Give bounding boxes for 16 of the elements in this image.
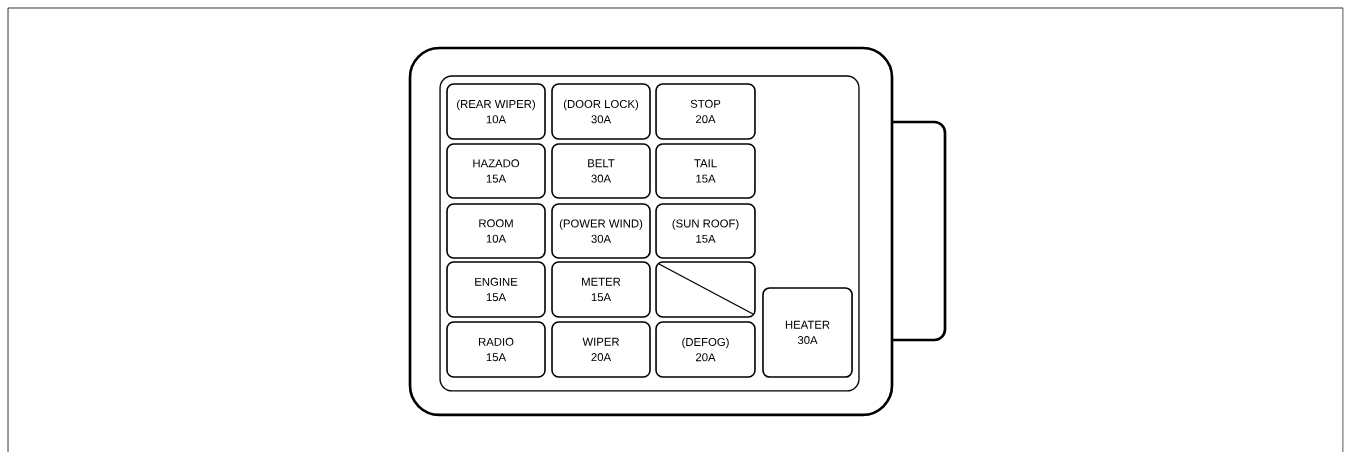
- fuse-box: HAZADO 15A: [446, 143, 546, 199]
- fuse-box: TAIL 15A: [655, 143, 756, 199]
- fuse-box: METER 15A: [551, 261, 651, 318]
- fuse-box: ENGINE 15A: [446, 261, 546, 318]
- fuse-box: HEATER 30A: [762, 287, 853, 378]
- fuse-box: RADIO 15A: [446, 321, 546, 378]
- fuse-box: ROOM 10A: [446, 203, 546, 259]
- empty-fuse-slot: [655, 261, 756, 318]
- fuse-box: (DEFOG) 20A: [655, 321, 756, 378]
- fuse-box: WIPER 20A: [551, 321, 651, 378]
- fuse-box: (REAR WIPER) 10A: [446, 83, 546, 140]
- fuse-box: STOP 20A: [655, 83, 756, 140]
- fuse-box: (POWER WIND) 30A: [551, 203, 651, 259]
- fuse-box: (SUN ROOF) 15A: [655, 203, 756, 259]
- fuse-box: (DOOR LOCK) 30A: [551, 83, 651, 140]
- fuse-box: BELT 30A: [551, 143, 651, 199]
